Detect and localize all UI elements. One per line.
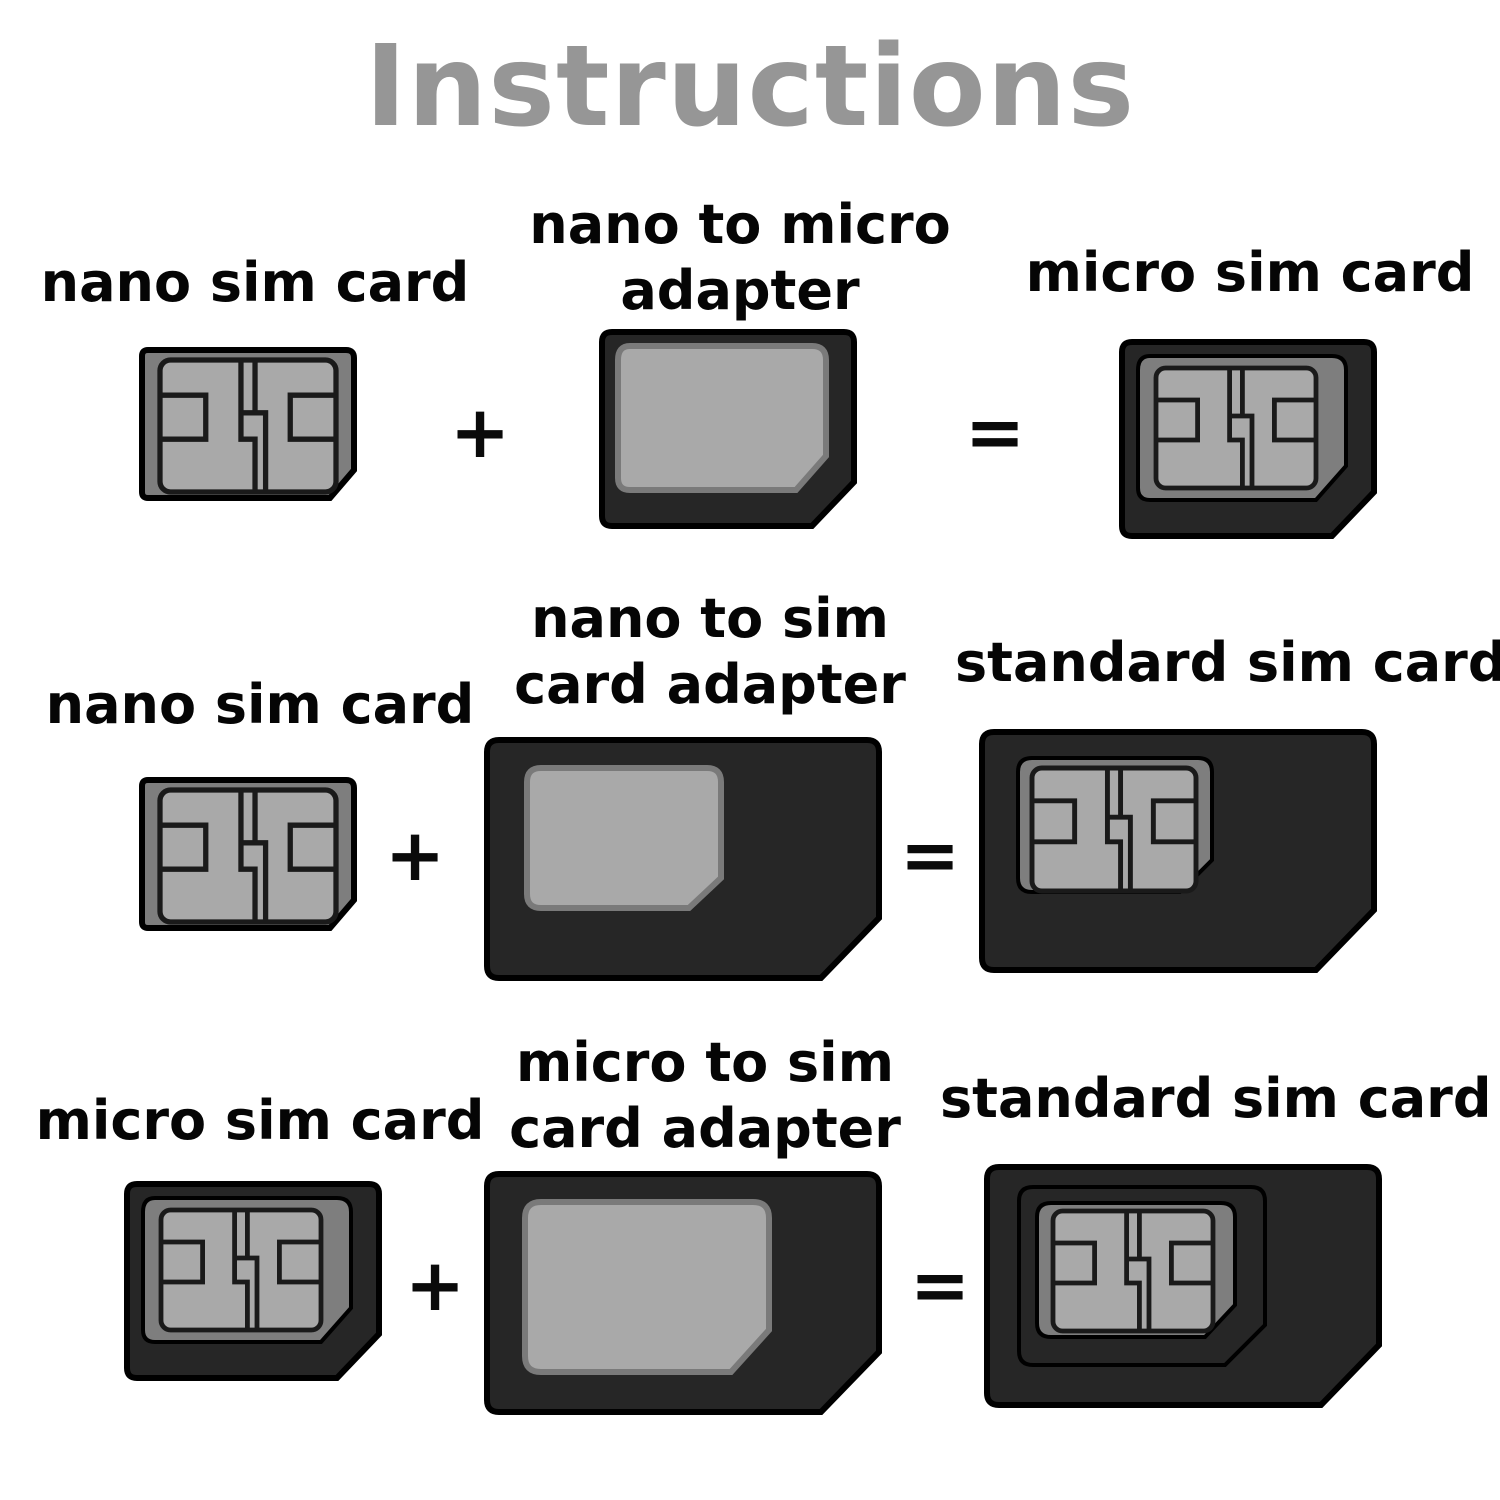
- row3-adapter-label: micro to sim card adapter: [485, 1030, 925, 1162]
- row2-adapter-label-line2: card adapter: [514, 653, 906, 716]
- row3-micro-chip-icon: [158, 1207, 324, 1333]
- row2-nano-chip-icon: [157, 787, 339, 925]
- row3-standard-sim-card: [984, 1164, 1382, 1408]
- row1-adapter-slot: [615, 343, 829, 493]
- row3-adapter-label-line2: card adapter: [509, 1097, 901, 1160]
- page-title: Instructions: [364, 22, 1136, 152]
- row3-source-label: micro sim card: [35, 1089, 485, 1152]
- row1-micro-chip-icon: [1153, 365, 1319, 491]
- row1-adapter-label: nano to micro adapter: [520, 192, 960, 324]
- row3-adapter-label-line1: micro to sim: [516, 1031, 894, 1094]
- row2-standard-sim-card: [979, 729, 1377, 973]
- row1-nano-sim-card: [139, 347, 357, 501]
- row2-nano-to-sim-adapter: [484, 737, 882, 981]
- row3-adapter-slot: [522, 1199, 772, 1375]
- row2-standard-chip-icon: [1029, 765, 1199, 894]
- row3-micro-to-sim-adapter: [484, 1171, 882, 1415]
- row2-adapter-label: nano to sim card adapter: [490, 586, 930, 718]
- row2-nano-sim-card: [139, 777, 357, 931]
- row3-micro-sim-card: [124, 1181, 382, 1381]
- row1-nano-chip-icon: [157, 357, 339, 495]
- row3-plus-sign: +: [404, 1243, 466, 1327]
- row2-equals-sign: =: [899, 813, 961, 897]
- row1-equals-sign: =: [964, 390, 1026, 474]
- row1-adapter-label-line1: nano to micro: [529, 193, 951, 256]
- row3-result-label: standard sim card: [940, 1067, 1492, 1130]
- row1-source-label: nano sim card: [40, 251, 470, 314]
- row2-adapter-label-line1: nano to sim: [531, 587, 889, 650]
- row1-result-label: micro sim card: [1025, 241, 1475, 304]
- row2-source-label: nano sim card: [45, 673, 475, 736]
- row1-plus-sign: +: [449, 390, 511, 474]
- row2-result-label: standard sim card: [955, 631, 1500, 694]
- row1-nano-to-micro-adapter: [599, 329, 857, 529]
- row2-plus-sign: +: [384, 813, 446, 897]
- row1-adapter-label-line2: adapter: [620, 259, 860, 322]
- row3-equals-sign: =: [909, 1243, 971, 1327]
- row1-micro-sim-card: [1119, 339, 1377, 539]
- row2-adapter-slot: [524, 765, 724, 911]
- row3-standard-chip-icon: [1050, 1208, 1216, 1334]
